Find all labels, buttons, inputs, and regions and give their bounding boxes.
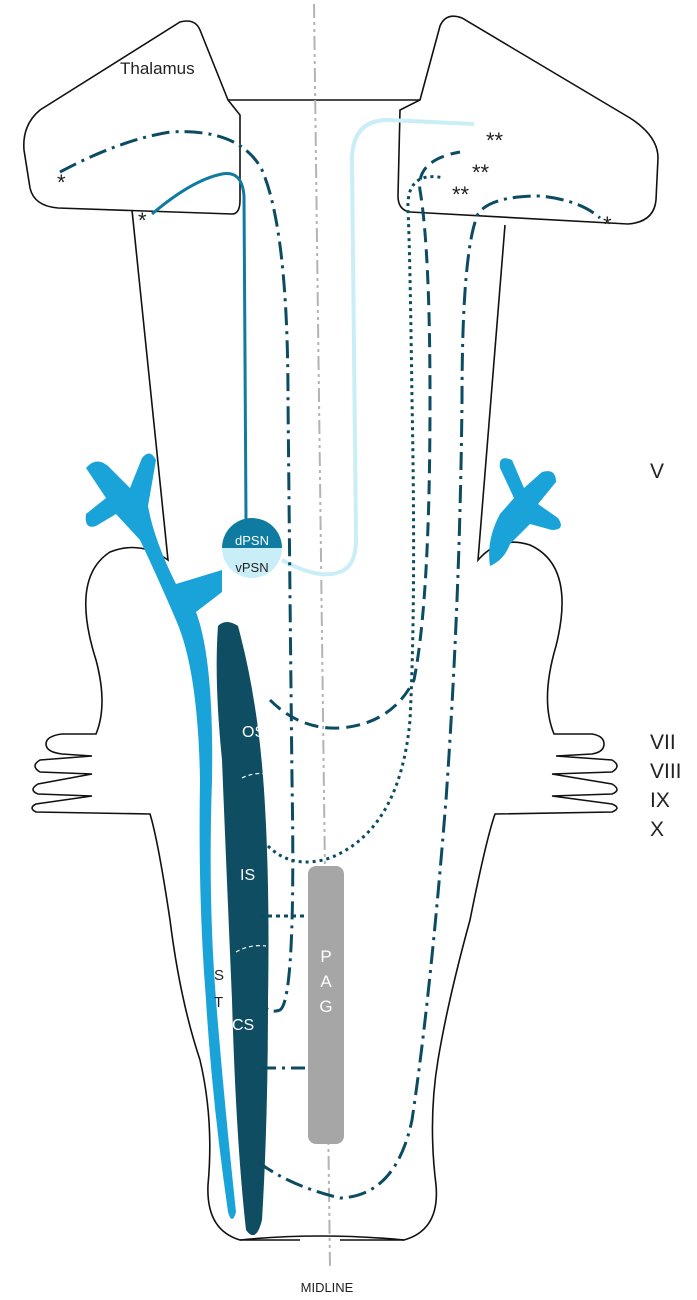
- cs-label: CS: [232, 1017, 254, 1034]
- os-dashed-tract: [268, 150, 461, 730]
- left-trigeminal-nerve: [85, 453, 236, 1219]
- right-thalamus-lobe: [397, 15, 659, 225]
- is-cs-boundary: [235, 945, 267, 953]
- nerve-x-label: X: [650, 818, 664, 841]
- st-label-s: S: [214, 967, 224, 984]
- midline-label: MIDLINE: [301, 1280, 354, 1295]
- nerve-vii-label: VII: [650, 731, 676, 754]
- ventral-trigeminothalamic-tract: [281, 117, 475, 577]
- pag-label-a: A: [320, 972, 332, 991]
- asterisk-right-top: **: [486, 128, 504, 153]
- nerve-ix-label: IX: [650, 789, 670, 812]
- brainstem-base: [239, 1235, 405, 1241]
- left-dash-dot-tract: [59, 130, 295, 1013]
- asterisk-left-outer: *: [57, 170, 66, 195]
- dpsn-half: [222, 518, 282, 548]
- pag-label-p: P: [320, 947, 331, 966]
- asterisk-right-outer: *: [603, 212, 612, 237]
- is-dotted-tract: [266, 175, 445, 864]
- st-label-t: T: [214, 994, 223, 1011]
- right-brainstem-contour: [340, 224, 618, 1241]
- asterisk-right-mid: **: [472, 160, 490, 185]
- left-brainstem-contour: [31, 209, 300, 1241]
- vpsn-label: vPSN: [235, 560, 268, 575]
- spinal-trigeminal-nucleus: [216, 622, 269, 1236]
- principal-sensory-nucleus: [222, 518, 282, 578]
- midline-axis: [313, 3, 331, 1269]
- pag-label-g: G: [319, 997, 332, 1016]
- spinal-trigeminal-tract: [85, 453, 561, 1219]
- right-dash-dot-tract: [257, 194, 602, 1200]
- nerve-viii-label: VIII: [650, 760, 682, 783]
- thalamus-label: Thalamus: [120, 59, 195, 78]
- pag-column: [308, 866, 344, 1144]
- dpsn-label: dPSN: [235, 533, 269, 548]
- left-thalamus-lobe: [23, 20, 241, 215]
- asterisk-left-inner: *: [138, 208, 147, 233]
- right-trigeminal-nerve: [489, 458, 561, 566]
- os-label: OS: [242, 724, 265, 741]
- asterisk-right-low: **: [452, 182, 470, 207]
- is-label: IS: [240, 867, 255, 884]
- nerve-v-label: V: [650, 460, 664, 483]
- dorsal-trigeminothalamic-tract: [151, 171, 248, 521]
- vpsn-half: [222, 548, 282, 578]
- brainstem-outline: [23, 15, 659, 1241]
- os-is-boundary: [241, 772, 267, 779]
